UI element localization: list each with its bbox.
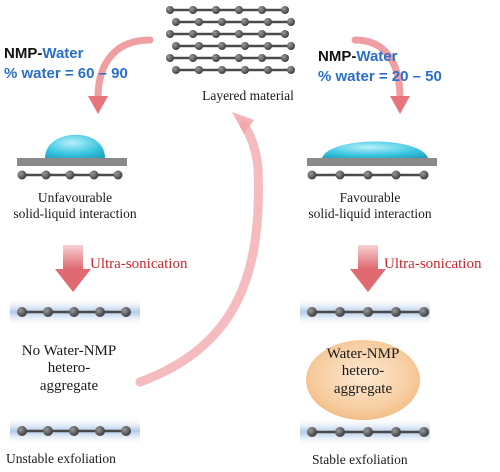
left-result-label: Unstable exfoliation <box>6 451 116 466</box>
water-range: % water = 20 – 50 <box>318 67 442 85</box>
droplet-icon <box>45 134 105 158</box>
water-range: % water = 60 – 90 <box>4 64 128 82</box>
curved-arrow-icon <box>94 36 154 102</box>
lattice-row <box>166 6 289 14</box>
curved-arrow-icon-head <box>88 96 108 114</box>
separator: - <box>351 48 357 65</box>
lattice-row <box>172 18 295 26</box>
right-interaction-label: Favourable solid-liquid interaction <box>295 190 445 221</box>
substrate-layer <box>17 170 123 180</box>
right-result-label: Stable exfoliation <box>312 452 408 467</box>
substrate-layer <box>307 170 429 180</box>
left-interaction-label: Unfavourable solid-liquid interaction <box>0 190 150 221</box>
lattice-row <box>166 30 289 38</box>
aggregate-ellipse <box>306 340 420 420</box>
solvent-a: NMP <box>4 45 38 62</box>
lattice-row <box>172 66 295 74</box>
interaction-line: solid-liquid interaction <box>13 205 137 221</box>
substrate <box>17 158 127 166</box>
separator: - <box>37 45 43 62</box>
aggregate-line: Water-NMP <box>326 346 400 362</box>
droplet-icon <box>322 141 428 158</box>
lattice-row <box>166 54 289 62</box>
curved-arrow-icon-head <box>232 112 254 134</box>
aggregate-line: aggregate <box>333 380 393 397</box>
left-aggregate-label: No Water-NMP hetero- aggregate <box>14 343 124 395</box>
down-arrow-icon <box>350 245 386 292</box>
interaction-line: solid-liquid interaction <box>308 205 432 221</box>
interaction-line: Unfavourable <box>37 190 113 205</box>
aggregate-line: aggregate <box>39 377 99 394</box>
interaction-line: Favourable <box>339 190 401 205</box>
right-aggregate-label: Water-NMP hetero- aggregate <box>310 346 416 398</box>
left-condition: NMP-Water % water = 60 – 90 <box>4 44 128 83</box>
substrate <box>307 158 437 166</box>
curved-arrow-icon <box>351 36 404 102</box>
sheet-chain <box>307 307 429 317</box>
aggregate-line: hetero- <box>341 363 385 380</box>
layered-material-label: Layered material <box>202 88 294 103</box>
right-process-label: Ultra-sonication <box>384 256 482 272</box>
down-arrow-icon <box>55 245 91 292</box>
graphene-lattice-icon <box>166 6 295 74</box>
aggregate-line: hetero- <box>47 360 91 377</box>
substrate-chain <box>307 170 429 180</box>
solvent-b: Water <box>42 45 84 62</box>
lattice-row <box>172 42 295 50</box>
solvent-b: Water <box>356 48 398 65</box>
curved-arrow-icon <box>135 120 263 387</box>
sheet-chain <box>17 307 131 317</box>
aggregate-line: No Water-NMP <box>21 343 117 359</box>
sheet-chain <box>17 426 131 436</box>
right-condition: NMP-Water % water = 20 – 50 <box>318 47 442 86</box>
sheet-chain <box>307 427 429 437</box>
solvent-a: NMP <box>318 48 352 65</box>
substrate-chain <box>17 170 123 180</box>
curved-arrow-icon-head <box>390 96 410 114</box>
left-process-label: Ultra-sonication <box>90 256 188 272</box>
exfoliated-sheets <box>17 307 429 437</box>
